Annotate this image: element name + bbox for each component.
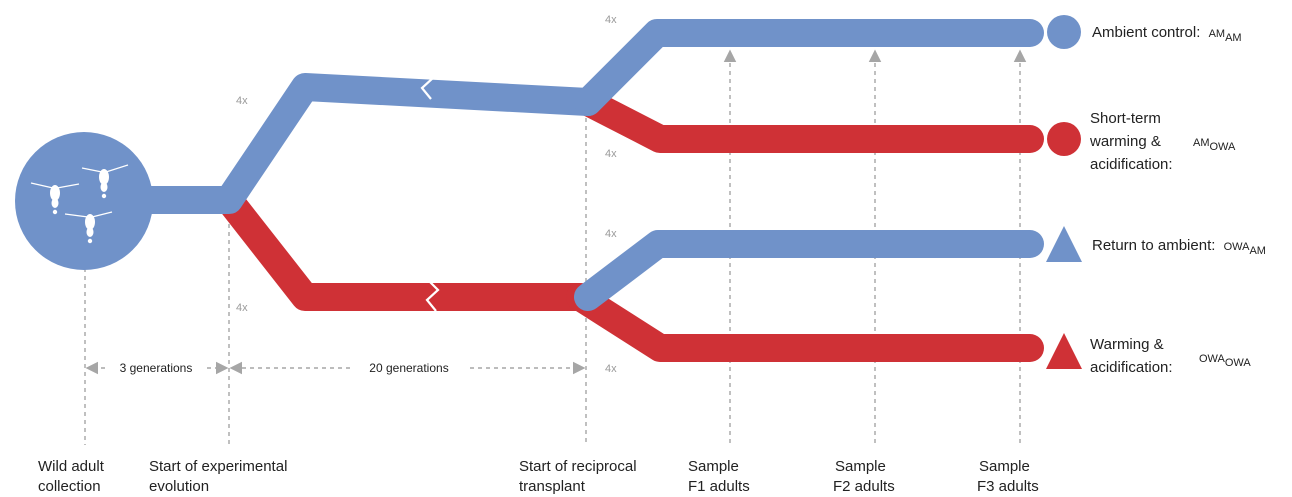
ambient-control-marker — [1047, 15, 1081, 49]
treatment-lanes — [116, 19, 1044, 362]
short-term-warming-marker — [1047, 122, 1081, 156]
legend-label-return-to-ambient: Return to ambient: OWAAM — [1092, 237, 1266, 257]
legend: Ambient control: AMAM Short-term warming… — [1046, 15, 1266, 376]
copepod-population-icon — [30, 164, 129, 244]
replicate-label-am-am: 4x — [605, 14, 617, 26]
interval-labels: 3 generations 20 generations — [120, 361, 449, 375]
replicate-label-upper-split: 4x — [236, 95, 248, 107]
timeline-guides — [84, 102, 587, 445]
replicate-label-am-owa: 4x — [605, 148, 617, 160]
timeline-label-sample-f2: Sample F2 adults — [833, 458, 895, 495]
timeline-labels: Wild adult collection Start of experimen… — [38, 458, 1039, 495]
timeline-label-start-transplant: Start of reciprocal transplant — [519, 458, 641, 495]
legend-entry-am-owa: Short-term warming & acidification: AMOW… — [1047, 110, 1236, 173]
legend-label-short-term-warming: Short-term warming & acidification: — [1089, 110, 1173, 173]
lane-am-am — [574, 19, 1044, 116]
lane-owa-owa — [566, 283, 1044, 362]
legend-label-warming-acidification: Warming & acidification: — [1090, 336, 1173, 376]
return-to-ambient-marker — [1046, 226, 1082, 262]
interval-label-3-generations: 3 generations — [120, 361, 193, 375]
origin-circle — [15, 132, 153, 270]
timeline-label-wild-collection: Wild adult collection — [38, 458, 108, 495]
warming-break-marker — [425, 281, 440, 312]
copepod-icon — [81, 164, 129, 199]
replicate-label-owa-am: 4x — [605, 228, 617, 240]
copepod-icon — [30, 182, 80, 215]
warming-acidification-marker — [1046, 333, 1082, 369]
lane-warming-main — [215, 186, 594, 311]
ambient-break-marker — [420, 69, 435, 100]
timeline-label-start-evolution: Start of experimental evolution — [149, 458, 292, 495]
legend-code-am-owa: AMOWA — [1193, 137, 1236, 153]
lane-owa-am — [574, 230, 1044, 311]
copepod-icon — [64, 211, 113, 244]
break-markers — [420, 69, 440, 312]
legend-entry-owa-owa: Warming & acidification: OWAOWA — [1046, 333, 1251, 376]
lane-ambient-main — [116, 73, 602, 214]
lane-am-owa — [574, 88, 1044, 153]
replicate-labels: 4x 4x 4x 4x 4x 4x — [236, 14, 617, 375]
replicate-label-lower-split: 4x — [236, 302, 248, 314]
legend-label-ambient-control: Ambient control: AMAM — [1092, 24, 1242, 44]
timeline-label-sample-f3: Sample F3 adults — [977, 458, 1039, 495]
legend-entry-am-am: Ambient control: AMAM — [1047, 15, 1242, 49]
legend-entry-owa-am: Return to ambient: OWAAM — [1046, 226, 1266, 262]
replicate-label-owa-owa: 4x — [605, 363, 617, 375]
origin-population — [15, 132, 153, 270]
interval-label-20-generations: 20 generations — [369, 361, 448, 375]
legend-code-owa-owa: OWAOWA — [1199, 353, 1251, 369]
timeline-label-sample-f1: Sample F1 adults — [688, 458, 750, 495]
